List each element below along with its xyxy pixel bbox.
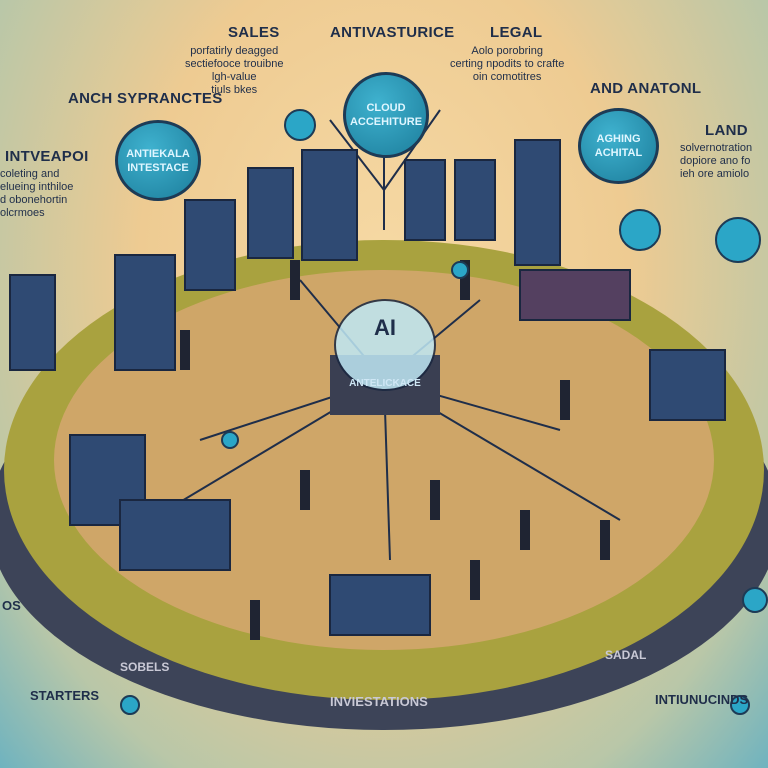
ai-core-subtitle: ANTELICKACE bbox=[349, 378, 421, 389]
label-sobels: SOBELS bbox=[120, 660, 170, 674]
label-os: OS bbox=[2, 598, 21, 613]
bubble-agent: AGHING ACHITAL bbox=[578, 108, 659, 184]
buildings bbox=[9, 139, 726, 636]
caption-line: porfatirly deagged bbox=[190, 45, 279, 57]
heading-left: ANCH SYPRANCTES bbox=[68, 90, 223, 107]
heading-infrastructure: ANTIVASTURICE bbox=[330, 24, 455, 41]
ai-core-title: AI bbox=[374, 315, 396, 340]
label-intiunucinds: INTIUNUCINDS bbox=[655, 692, 749, 707]
bubble-cloud: CLOUD ACCEHITURE bbox=[343, 72, 429, 158]
node-icons bbox=[120, 109, 768, 715]
caption-line: certing npodits to crafte bbox=[450, 58, 565, 70]
label-sadal: SADAL bbox=[605, 648, 647, 662]
bubble-interface: ANTIEKALA INTESTACE bbox=[115, 120, 201, 201]
caption-line: solvernotration bbox=[680, 142, 753, 154]
people bbox=[180, 260, 610, 640]
label-investations: INVIESTATIONS bbox=[330, 694, 428, 709]
heading-legal: LEGAL bbox=[490, 24, 543, 41]
heading-land: LAND bbox=[705, 122, 748, 139]
caption-line: lgh-value bbox=[211, 71, 257, 83]
heading-sales: SALES bbox=[228, 24, 280, 41]
caption-line: coleting and bbox=[0, 168, 60, 180]
caption-line: tiuls bkes bbox=[211, 84, 258, 96]
label-starters: STARTERS bbox=[30, 688, 100, 703]
heading-right: AND ANATONL bbox=[590, 80, 702, 97]
caption-line: d obonehortin bbox=[0, 194, 68, 206]
caption-line: sectiefooce trouibne bbox=[185, 58, 284, 70]
heading-intveapoi: INTVEAPOI bbox=[5, 148, 89, 165]
caption-line: olcrmoes bbox=[0, 207, 45, 219]
caption-line: Aolo porobring bbox=[471, 45, 543, 57]
caption-line: oin comotitres bbox=[472, 71, 542, 83]
ai-core-dome bbox=[334, 299, 436, 391]
caption-line: elueing inthiloe bbox=[0, 181, 74, 193]
caption-line: dopiore ano fo bbox=[680, 155, 751, 167]
caption-line: ieh ore amiolo bbox=[680, 168, 750, 180]
